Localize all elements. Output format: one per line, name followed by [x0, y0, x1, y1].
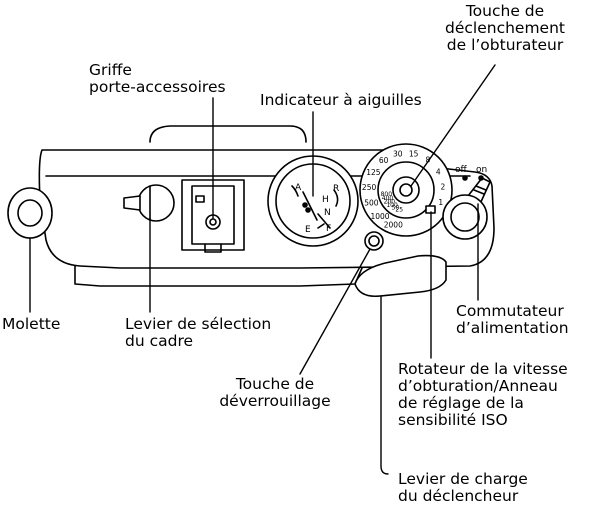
- iso-number-5: 800: [381, 191, 393, 198]
- iso-number-1: 50: [392, 205, 400, 212]
- iso-number-0: 25: [395, 206, 403, 213]
- iso-number-4: 400: [382, 195, 394, 202]
- switch-off-mark: off: [455, 165, 468, 175]
- dial-number-0: 1: [438, 198, 443, 207]
- dial-number-8: 250: [362, 183, 377, 192]
- label-wheel: Molette: [2, 315, 61, 333]
- label-shutter-button: Touche de déclenchement de l’obturateur: [445, 2, 565, 54]
- dial-number-4: 15: [409, 149, 419, 158]
- iso-number-3: 200: [384, 199, 396, 206]
- leader-lines: [29, 64, 496, 475]
- gauge-mark-e: E: [305, 225, 311, 235]
- iso-number-2: 100: [386, 202, 398, 209]
- dial-number-5: 30: [393, 149, 403, 158]
- gauge-marks: A R H N E F: [295, 183, 339, 235]
- dial-number-3: 8: [426, 156, 431, 165]
- switch-on-mark: on: [476, 165, 487, 175]
- shutter-release-knob: [442, 194, 488, 240]
- label-shutter-charge-lever: Levier de charge du déclencheur: [398, 470, 528, 505]
- dial-number-9: 500: [364, 199, 379, 208]
- frame-selector-lever: [123, 184, 175, 222]
- shutter-charge-lever: [354, 254, 447, 298]
- dial-number-7: 125: [366, 168, 381, 177]
- label-release-button: Touche de déverrouillage: [219, 375, 331, 410]
- label-needle-indicator: Indicateur à aiguilles: [260, 91, 422, 109]
- gauge-mark-r: R: [333, 184, 339, 194]
- needle-indicator: [267, 155, 359, 247]
- dial-number-1: 2: [441, 183, 446, 192]
- dial-number-11: 2000: [384, 220, 403, 229]
- label-accessory-shoe: Griffe porte-accessoires: [89, 61, 226, 96]
- release-button: [364, 231, 384, 251]
- gauge-mark-n: N: [324, 208, 331, 218]
- leader-shutter-button: [410, 64, 496, 187]
- leader-release-button: [299, 248, 371, 375]
- dial-number-2: 4: [436, 168, 441, 177]
- gauge-mark-h: H: [322, 195, 329, 205]
- gauge-mark-a: A: [295, 183, 302, 193]
- leader-charge-lever: [380, 295, 389, 475]
- label-shutter-speed-dial: Rotateur de la vitesse d’obturation/Anne…: [398, 360, 568, 429]
- switch-marks: off on: [455, 165, 487, 175]
- label-power-switch: Commutateur d’alimentation: [456, 302, 569, 337]
- gauge-mark-f: F: [326, 224, 331, 234]
- label-frame-selector: Levier de sélection du cadre: [125, 315, 272, 350]
- dial-number-10: 1000: [370, 212, 389, 221]
- wheel-dial: [7, 187, 53, 239]
- dial-number-6: 60: [379, 156, 389, 165]
